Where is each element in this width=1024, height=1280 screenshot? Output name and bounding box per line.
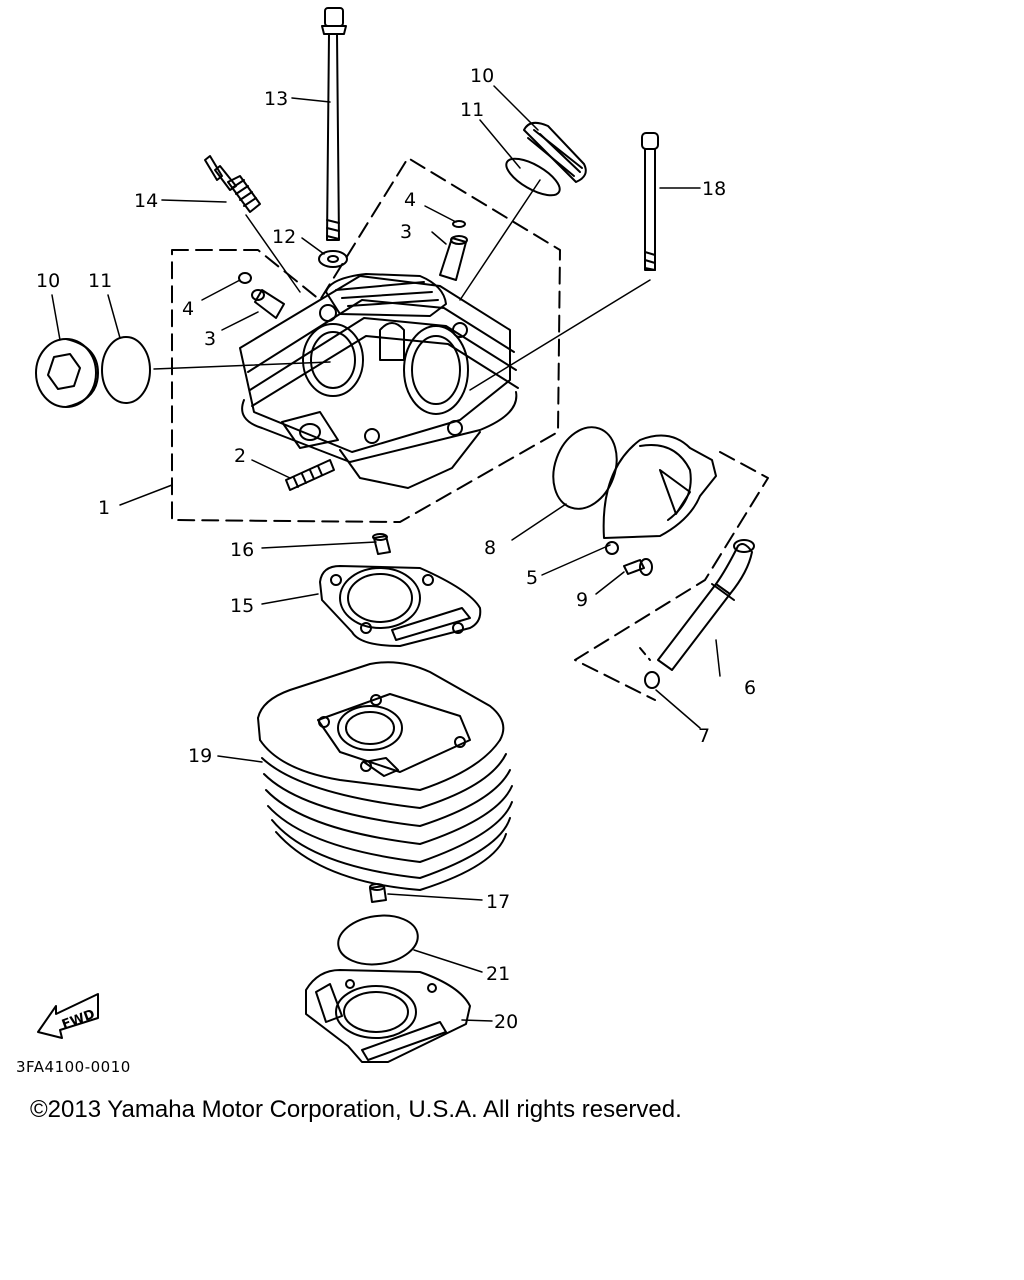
cylinder	[257, 661, 513, 891]
callout-4: 4	[182, 298, 194, 320]
callout-11: 11	[88, 270, 112, 292]
breather-hose	[657, 539, 755, 671]
callout-7: 7	[698, 725, 710, 747]
gasket-round	[552, 426, 618, 510]
head-assembly-boundary	[171, 157, 561, 523]
drawing-code: 3FA4100-0010	[16, 1058, 131, 1076]
callout-14: 14	[134, 190, 158, 212]
dowel-pin	[372, 533, 391, 555]
callout-8: 8	[484, 537, 496, 559]
bolt	[641, 132, 659, 271]
callout-labels: 1 2 3 3 4 4 5 6 7 8 9 10 10 11 11 12 13 …	[36, 65, 756, 1033]
valve-cap	[251, 235, 468, 319]
washer	[318, 250, 348, 268]
callout-17: 17	[486, 891, 510, 913]
callout-10: 10	[36, 270, 60, 292]
cover	[602, 434, 717, 555]
callout-10: 10	[470, 65, 494, 87]
callout-18: 18	[702, 178, 726, 200]
o-ring	[238, 272, 252, 284]
cap-left	[35, 338, 99, 408]
parts-exploded-diagram: 1 2 3 3 4 4 5 6 7 8 9 10 10 11 11 12 13 …	[16, 7, 769, 1076]
o-ring-large	[101, 336, 151, 404]
callout-12: 12	[272, 226, 296, 248]
o-ring	[452, 220, 466, 228]
callout-4: 4	[404, 189, 416, 211]
screw	[623, 558, 653, 576]
breather-assembly-boundary	[574, 451, 769, 701]
fwd-label: FWD	[60, 1007, 97, 1033]
callout-15: 15	[230, 595, 254, 617]
callout-1: 1	[98, 497, 110, 519]
callout-21: 21	[486, 963, 510, 985]
callout-16: 16	[230, 539, 254, 561]
callout-6: 6	[744, 677, 756, 699]
callout-11: 11	[460, 99, 484, 121]
o-ring-base	[337, 914, 419, 966]
callout-5: 5	[526, 567, 538, 589]
callout-2: 2	[234, 445, 246, 467]
cylinder-base-gasket	[305, 969, 471, 1063]
leader-lines	[51, 85, 721, 1022]
stud-bolt	[285, 459, 335, 491]
callout-3: 3	[400, 221, 412, 243]
callout-9: 9	[576, 589, 588, 611]
copyright-notice: ©2013 Yamaha Motor Corporation, U.S.A. A…	[30, 1096, 682, 1123]
cylinder-head	[239, 273, 519, 489]
callout-3: 3	[204, 328, 216, 350]
cap-upper	[523, 121, 587, 183]
callout-13: 13	[264, 88, 288, 110]
hose-clip	[644, 671, 660, 689]
cylinder-head-gasket	[319, 565, 482, 647]
dowel-pin	[369, 883, 387, 903]
callout-19: 19	[188, 745, 212, 767]
callout-20: 20	[494, 1011, 518, 1033]
long-bolt	[321, 7, 347, 241]
spark-plug	[204, 155, 261, 213]
o-ring-large	[505, 157, 561, 197]
forward-arrow-icon	[37, 993, 99, 1039]
